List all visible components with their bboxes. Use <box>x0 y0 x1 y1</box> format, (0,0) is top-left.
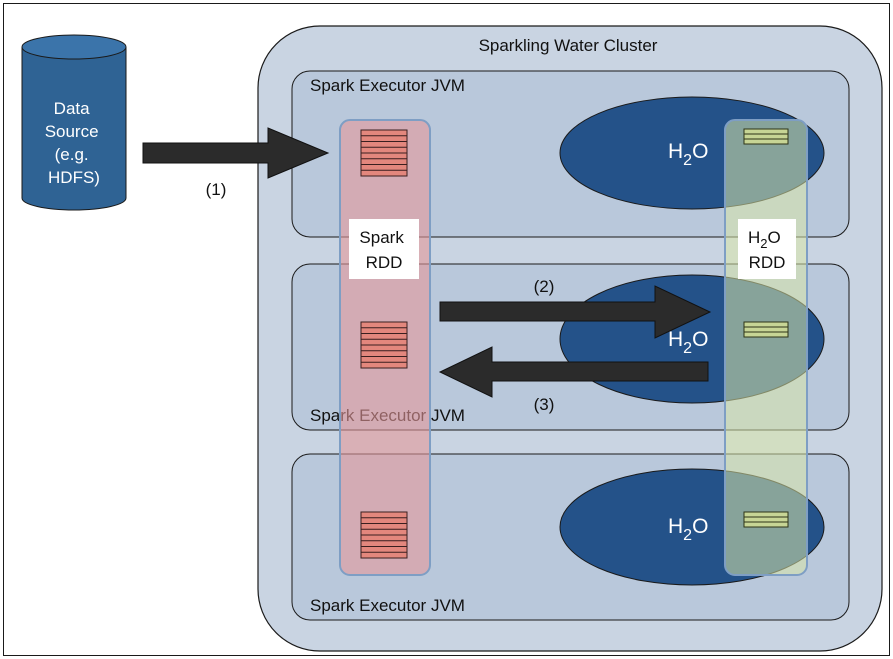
spark-rdd-label-line2: RDD <box>366 253 403 272</box>
h2o-rdd-tail: O <box>768 228 781 247</box>
h2o-label-2-main: H <box>668 328 683 351</box>
h2o-rdd-sub: 2 <box>760 236 767 251</box>
data-source-line-2: Source <box>45 122 99 141</box>
spark-partition-3 <box>360 511 408 559</box>
h2o-rdd-label-box <box>738 219 796 279</box>
h2o-label-1-main: H <box>668 140 683 163</box>
h2o-label-2: H2O <box>668 328 708 357</box>
h2o-label-3: H2O <box>668 515 708 544</box>
spark-rdd-label: Spark RDD <box>359 228 408 272</box>
data-source-label: Data Source (e.g. HDFS) <box>45 99 104 187</box>
spark-partition-1 <box>360 129 408 177</box>
h2o-label-1: H2O <box>668 140 708 169</box>
arrow-2 <box>439 285 712 339</box>
spark-rdd-label-line1: Spark <box>359 228 404 247</box>
arrow-1 <box>142 127 330 179</box>
spark-partition-2 <box>360 321 408 369</box>
h2o-label-3-main: H <box>668 515 683 538</box>
h2o-rdd-main: H <box>748 228 760 247</box>
h2o-rdd-label-line2: RDD <box>749 253 786 272</box>
h2o-label-1-tail: O <box>692 140 708 163</box>
executor-1-label: Spark Executor JVM <box>310 76 465 95</box>
h2o-partition-1 <box>743 128 789 145</box>
cluster-title: Sparkling Water Cluster <box>479 36 658 55</box>
arrow-2-label: (2) <box>534 277 555 296</box>
spark-rdd-label-box <box>349 219 419 279</box>
data-source-line-3: (e.g. <box>55 145 89 164</box>
data-source-cylinder <box>21 34 127 211</box>
h2o-label-2-tail: O <box>692 328 708 351</box>
h2o-partition-2 <box>743 321 789 338</box>
data-source-line-1: Data <box>54 99 90 118</box>
h2o-rdd-label-line1: H2O <box>748 228 781 251</box>
arrow-1-label: (1) <box>206 180 227 199</box>
executor-3-label: Spark Executor JVM <box>310 596 465 615</box>
h2o-label-2-sub: 2 <box>683 340 692 357</box>
h2o-label-1-sub: 2 <box>683 152 692 169</box>
arrow-3 <box>438 346 709 398</box>
h2o-label-3-tail: O <box>692 515 708 538</box>
h2o-partition-3 <box>743 511 789 528</box>
arrow-3-label: (3) <box>534 395 555 414</box>
data-source-line-4: HDFS) <box>48 168 100 187</box>
h2o-label-3-sub: 2 <box>683 527 692 544</box>
h2o-rdd-band <box>724 119 808 576</box>
